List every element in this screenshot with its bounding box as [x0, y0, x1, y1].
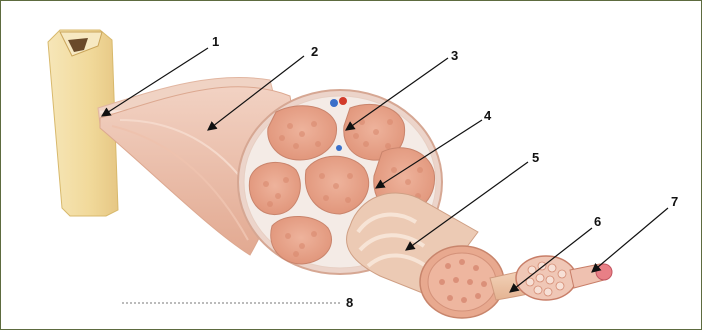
- label-4: 4: [484, 108, 492, 123]
- label-2: 2: [311, 44, 318, 59]
- myofibril: [516, 256, 612, 300]
- label-6: 6: [594, 214, 601, 229]
- label-5: 5: [532, 150, 539, 165]
- label-8: 8: [346, 295, 353, 310]
- label-7: 7: [671, 194, 678, 209]
- label-3: 3: [451, 48, 458, 63]
- arrow-7: [592, 208, 668, 272]
- label-1: 1: [212, 34, 219, 49]
